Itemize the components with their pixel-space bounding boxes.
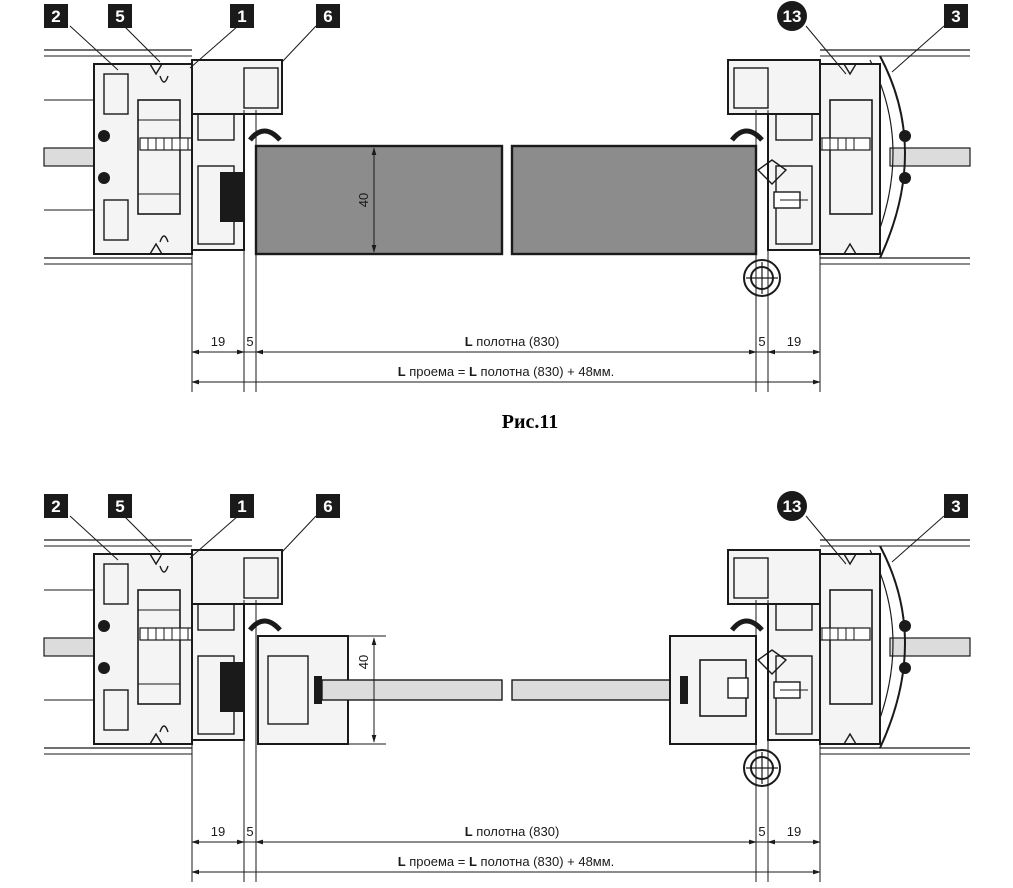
- callout-6-box-bottom: [316, 494, 340, 518]
- callout-1-box-bottom: [230, 494, 254, 518]
- callout-2-box-bottom: [44, 494, 68, 518]
- solid-leaf-panel-right: [510, 144, 758, 256]
- dim-right-frame-bottom: 19: [787, 824, 801, 839]
- solid-leaf-panel-left: [254, 144, 504, 256]
- callout-13-label: 13: [783, 7, 802, 26]
- callout-1-label-bottom: 1: [237, 497, 246, 516]
- dim-left-gap-top: 5: [246, 334, 253, 349]
- callout-13-label-bottom: 13: [783, 497, 802, 516]
- glazed-leaf-glass-right: [511, 679, 681, 701]
- callout-3-label-bottom: 3: [951, 497, 960, 516]
- figure-caption: Рис.11: [502, 411, 559, 433]
- dim-left-gap-bottom: 5: [246, 824, 253, 839]
- callout-2-label: 2: [51, 7, 60, 26]
- section-solid-leaf: 40 2 5 1 6 13 3 19 5 L полотна (830) 5 1…: [44, 1, 970, 392]
- thickness-dim-bottom: 40: [356, 655, 371, 669]
- dim-leaf-width-top: L полотна (830): [465, 334, 560, 349]
- dim-left-frame-bottom: 19: [211, 824, 225, 839]
- callout-2-label-bottom: 2: [51, 497, 60, 516]
- dim-right-frame-top: 19: [787, 334, 801, 349]
- callout-5-box-bottom: [108, 494, 132, 518]
- section-glazed-leaf: 40 2 5 1 6 13 3 19 5 L полотна (830) 5 1…: [44, 491, 970, 882]
- callout-6-label: 6: [323, 7, 332, 26]
- dim-right-gap-bottom: 5: [758, 824, 765, 839]
- callout-13-circle: [777, 1, 807, 31]
- dim-left-frame-top: 19: [211, 334, 225, 349]
- dim-opening-width-top: L проема = L полотна (830) + 48мм.: [398, 364, 615, 379]
- callout-5-label-bottom: 5: [115, 497, 124, 516]
- callout-3-box: [944, 4, 968, 28]
- thickness-dim-top: 40: [356, 193, 371, 207]
- glazed-leaf-glass-left: [321, 679, 503, 701]
- callout-3-label: 3: [951, 7, 960, 26]
- callout-5-box: [108, 4, 132, 28]
- dim-leaf-width-bottom: L полотна (830): [465, 824, 560, 839]
- callout-13-circle-bottom: [777, 491, 807, 521]
- callout-3-box-bottom: [944, 494, 968, 518]
- callout-2-box: [44, 4, 68, 28]
- dim-opening-width-bottom: L проема = L полотна (830) + 48мм.: [398, 854, 615, 869]
- callout-6-box: [316, 4, 340, 28]
- dim-right-gap-top: 5: [758, 334, 765, 349]
- callout-1-label: 1: [237, 7, 246, 26]
- callout-1-box: [230, 4, 254, 28]
- callout-5-label: 5: [115, 7, 124, 26]
- callout-6-label-bottom: 6: [323, 497, 332, 516]
